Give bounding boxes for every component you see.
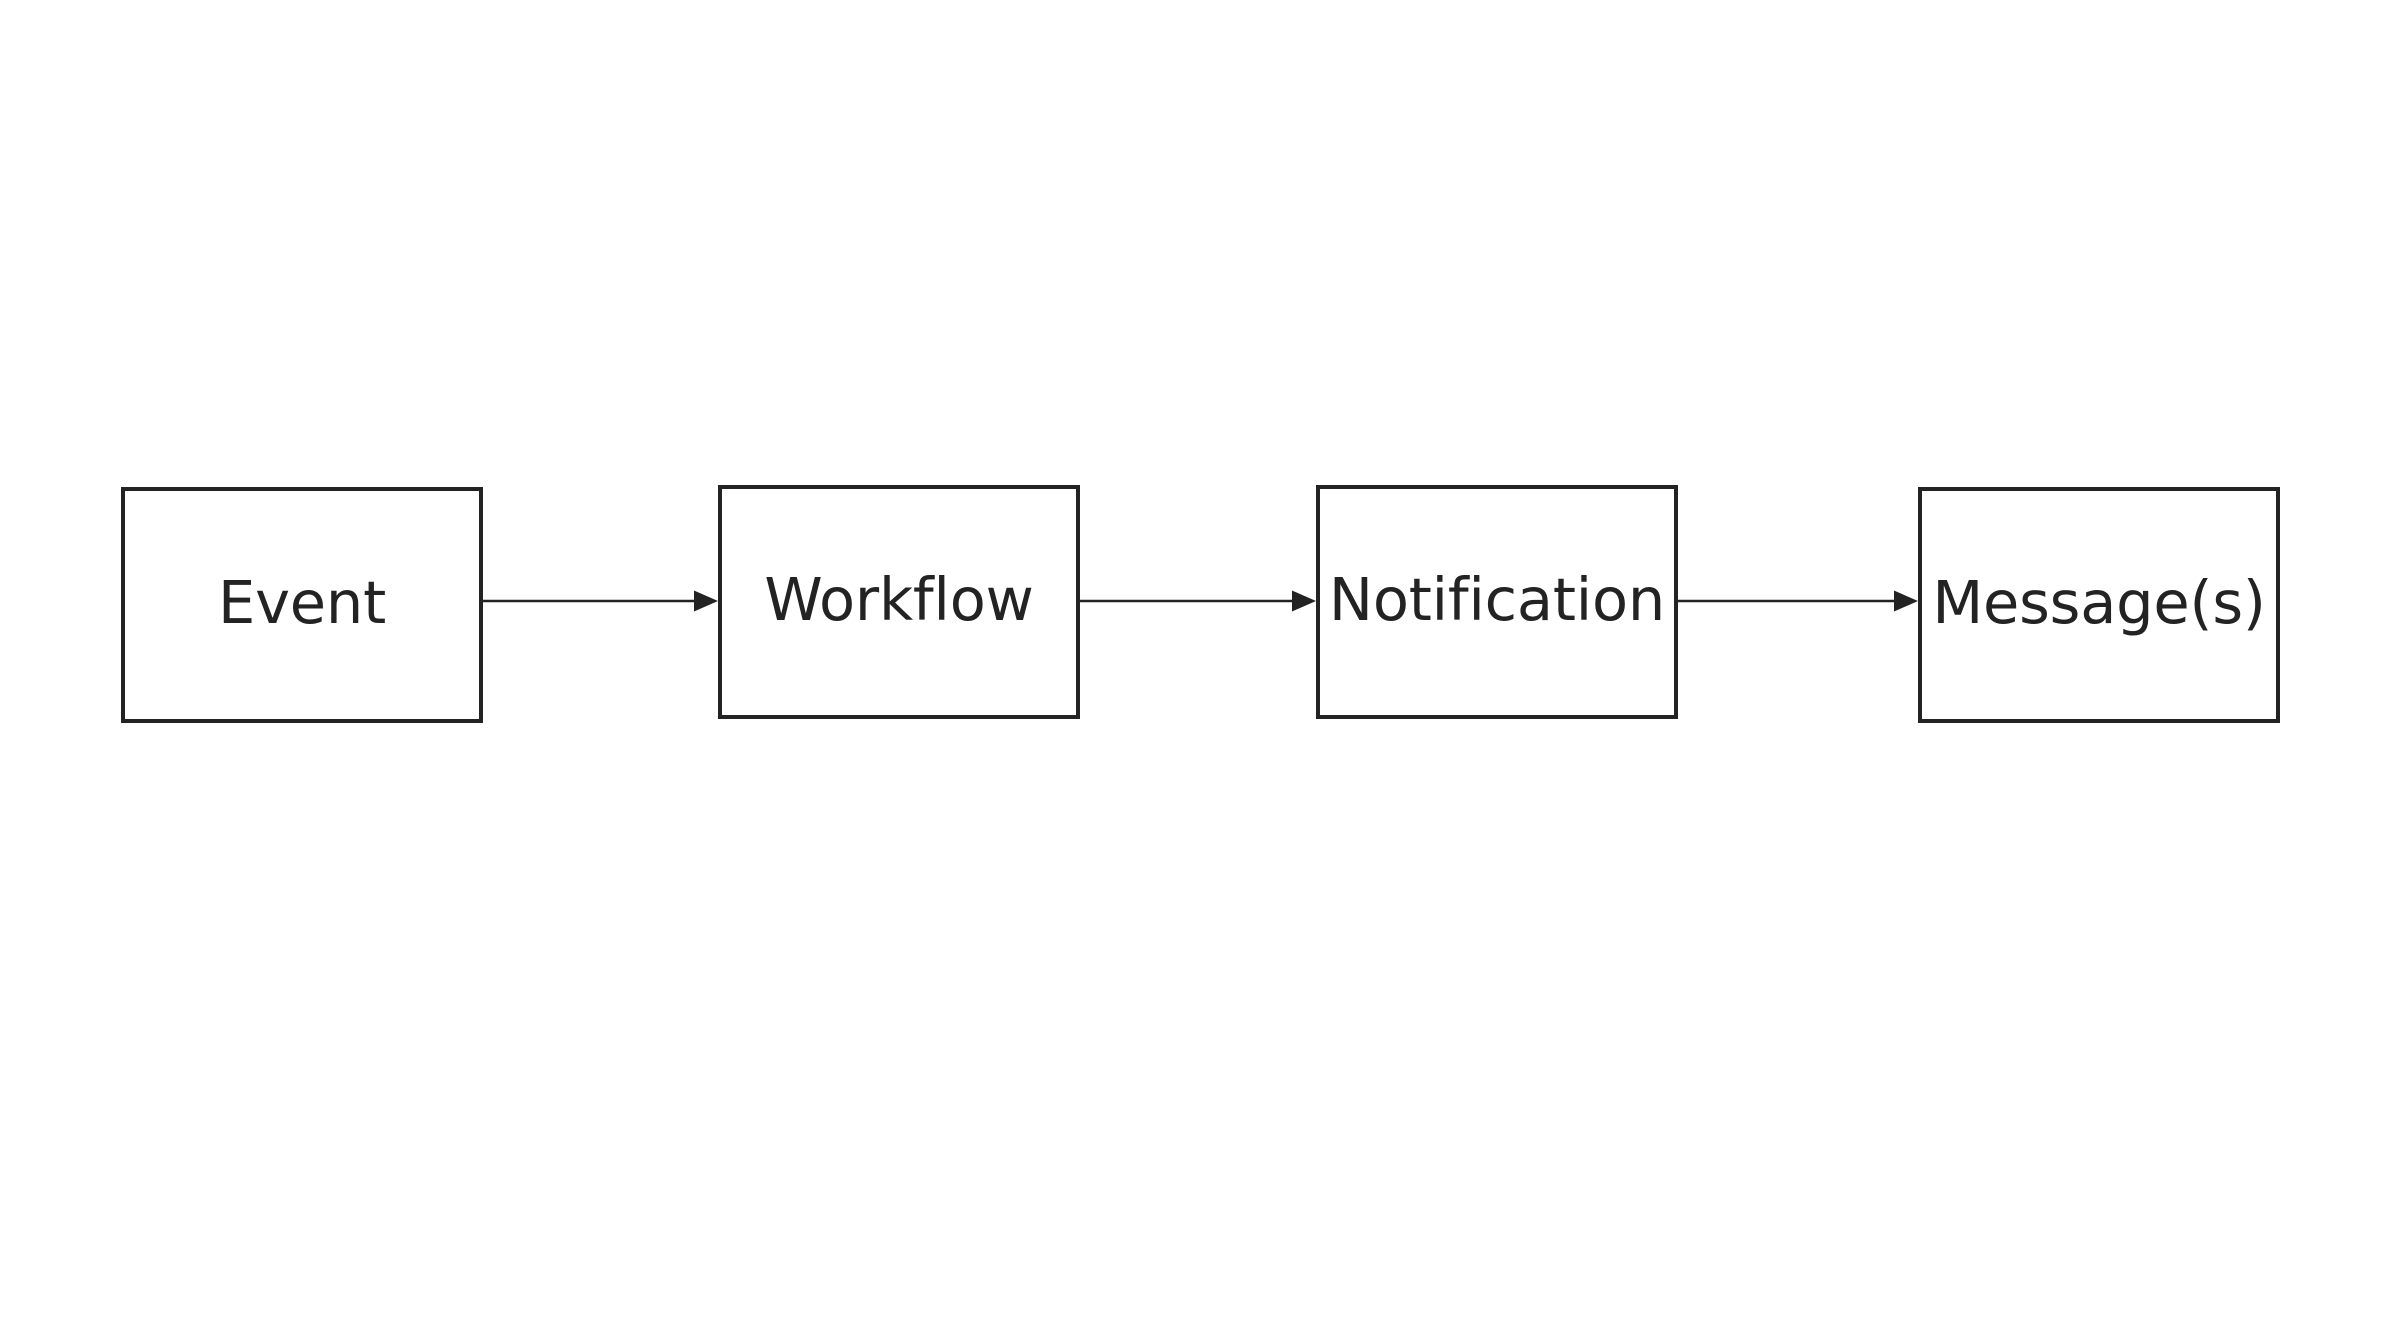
- node-messages[interactable]: Message(s): [1918, 487, 2280, 723]
- node-label-workflow: Workflow: [764, 564, 1034, 634]
- node-event[interactable]: Event: [121, 487, 483, 723]
- node-label-notification: Notification: [1328, 564, 1666, 634]
- edge-notification-to-messages: [1678, 590, 1918, 612]
- arrowhead-icon-event-to-workflow: [694, 590, 718, 612]
- edge-event-to-workflow: [483, 590, 718, 612]
- node-label-messages: Message(s): [1932, 567, 2266, 637]
- arrowhead-icon-notification-to-messages: [1894, 590, 1918, 612]
- node-notification[interactable]: Notification: [1316, 485, 1678, 719]
- node-label-event: Event: [217, 567, 387, 637]
- node-workflow[interactable]: Workflow: [718, 485, 1080, 719]
- arrowhead-icon-workflow-to-notification: [1292, 590, 1316, 612]
- edge-workflow-to-notification: [1080, 590, 1316, 612]
